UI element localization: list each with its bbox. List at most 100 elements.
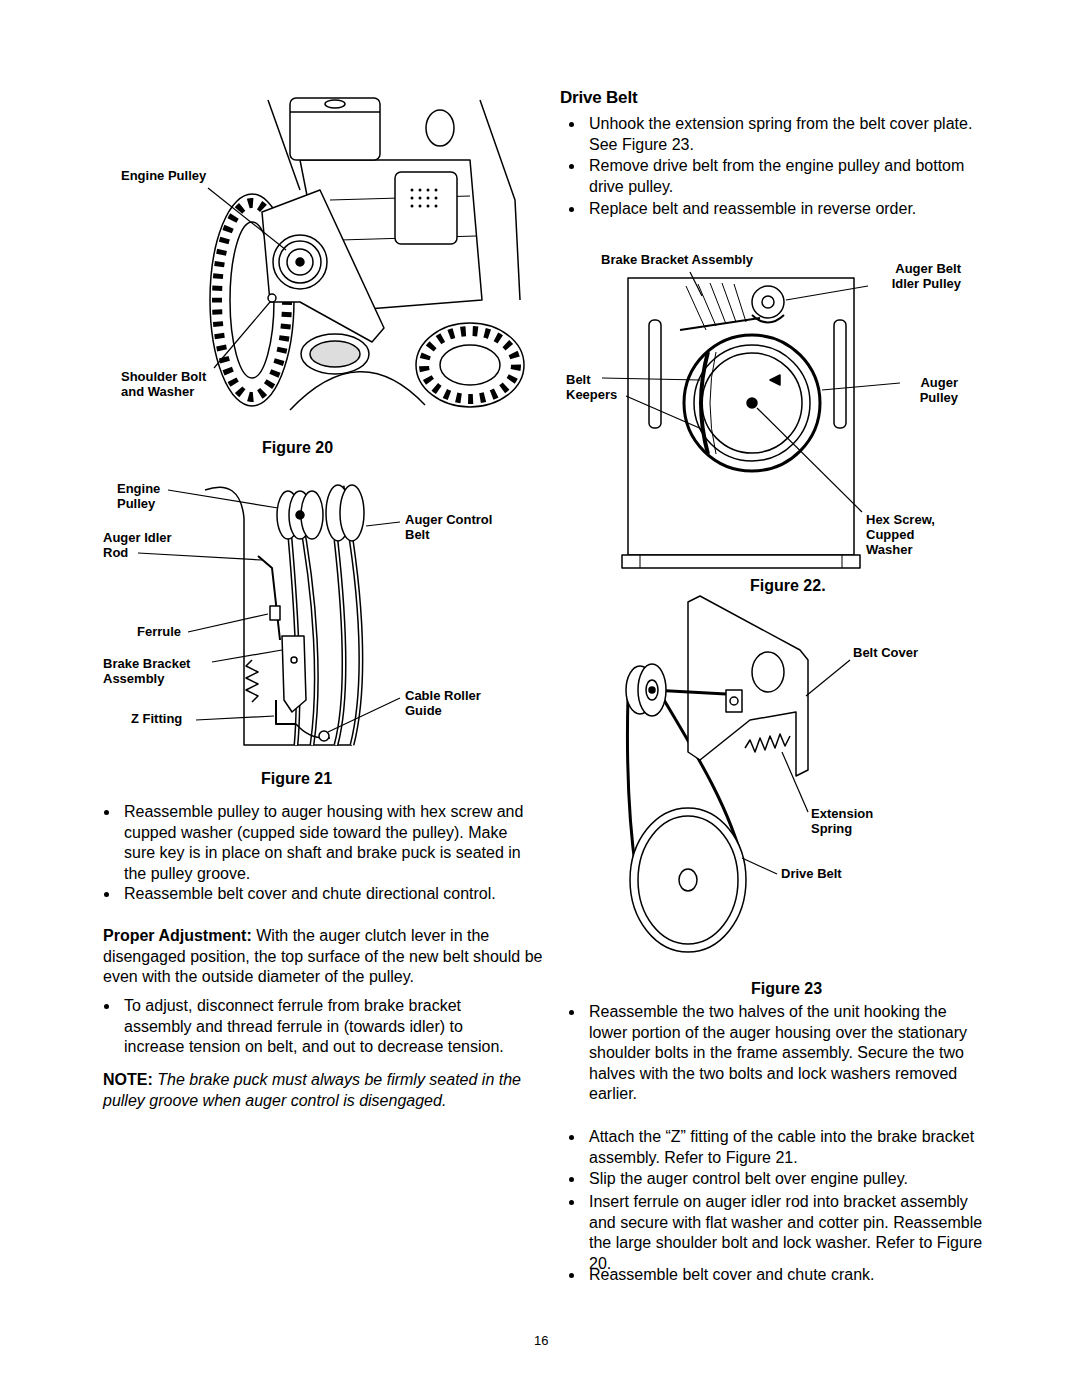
bullet-text: Reassemble belt cover and chute crank. (589, 1265, 984, 1286)
auger-housing-front-view (770, 375, 780, 385)
bullet-dot (569, 207, 574, 212)
part-label: Auger Pulley (903, 375, 958, 405)
auger-belt-closeup (246, 660, 258, 702)
section-heading: Drive Belt (560, 88, 637, 108)
snowblower-engine-illustration (411, 197, 414, 200)
page-number: 16 (534, 1333, 548, 1348)
auger-belt-closeup (270, 606, 280, 620)
belt-cover-illustration (726, 690, 742, 712)
bullet-text: Remove drive belt from the engine pulley… (589, 156, 984, 197)
leader-line (786, 286, 868, 300)
auger-belt-closeup (296, 511, 304, 519)
bullet-text: Insert ferrule on auger idler rod into b… (589, 1192, 984, 1274)
printed-text: Hex Screw, Cupped Washer (866, 512, 935, 557)
bullet-dot (569, 1135, 574, 1140)
snowblower-engine-illustration (435, 197, 438, 200)
auger-belt-closeup (282, 636, 306, 712)
snowblower-engine-illustration (427, 197, 430, 200)
leader-line (328, 698, 400, 732)
leader-line (602, 378, 700, 380)
leader-line (690, 272, 702, 296)
belt-cover-illustration (626, 596, 808, 952)
printed-text: Z Fitting (131, 711, 182, 726)
snowblower-engine-illustration (419, 197, 422, 200)
snowblower-engine-illustration (411, 189, 438, 208)
auger-belt-closeup (205, 485, 364, 745)
leader-line (208, 188, 286, 250)
auger-belt-closeup (319, 731, 329, 741)
snowblower-engine-illustration (325, 100, 345, 108)
belt-cover-illustration (679, 869, 697, 891)
auger-belt-closeup (291, 657, 297, 663)
printed-text: Auger Idler Rod (103, 530, 172, 560)
snowblower-engine-illustration (279, 241, 321, 283)
auger-belt-closeup (340, 485, 364, 541)
leader-line (188, 614, 268, 632)
printed-text: Attach the “Z” fitting of the cable into… (589, 1128, 974, 1166)
leader-line (196, 716, 274, 720)
lead-in-word: Proper Adjustment: (103, 927, 252, 944)
snowblower-engine-illustration (424, 331, 516, 399)
printed-text: Brake Bracket Assembly (103, 656, 190, 686)
figure-caption: Figure 22. (750, 576, 826, 595)
bullet-dot (569, 1010, 574, 1015)
snowblower-engine-illustration (419, 205, 422, 208)
auger-housing-front-view (680, 318, 760, 330)
bullet-dot (569, 1273, 574, 1278)
bullet-dot (104, 892, 109, 897)
belt-cover-illustration (730, 697, 738, 705)
auger-housing-front-view (834, 320, 846, 428)
snowblower-engine-illustration (301, 334, 369, 374)
belt-cover-illustration (646, 680, 658, 700)
part-label: Brake Bracket Assembly (601, 252, 753, 267)
printed-text: Belt Cover (853, 645, 918, 660)
leader-line (757, 408, 862, 512)
printed-text: Reassemble pulley to auger housing with … (124, 803, 523, 882)
auger-housing-front-view (752, 286, 784, 318)
snowblower-engine-illustration (262, 190, 384, 342)
printed-text: Ferrule (137, 624, 181, 639)
auger-housing-front-view (747, 398, 757, 408)
printed-text: Auger Belt Idler Pulley (892, 261, 961, 291)
printed-text: 16 (534, 1333, 548, 1348)
part-label: Extension Spring (811, 806, 886, 836)
printed-text: To adjust, disconnect ferrule from brake… (124, 997, 504, 1055)
snowblower-engine-illustration (427, 205, 430, 208)
leader-line (366, 522, 400, 526)
auger-belt-closeup (336, 540, 344, 745)
snowblower-engine-illustration (440, 345, 500, 385)
printed-text: Drive Belt (781, 866, 842, 881)
bullet-text: Reassemble pulley to auger housing with … (124, 802, 524, 884)
bullet-dot (569, 122, 574, 127)
part-label: Engine Pulley (121, 168, 231, 183)
printed-text: Replace belt and reassemble in reverse o… (589, 200, 916, 217)
bullet-dot (104, 810, 109, 815)
printed-text: Extension Spring (811, 806, 873, 836)
belt-cover-illustration (752, 652, 784, 692)
printed-text: Figure 21 (261, 770, 332, 787)
belt-cover-illustration (638, 664, 666, 716)
snowblower-engine-illustration (416, 323, 524, 407)
part-label: Cable Roller Guide (405, 688, 500, 718)
adjustment-paragraph: Proper Adjustment:With the auger clutch … (103, 926, 545, 988)
leader-line (822, 383, 900, 390)
part-label: Brake Bracket Assembly (103, 656, 213, 686)
bullet-dot (104, 1004, 109, 1009)
leader-line (626, 396, 704, 430)
printed-text: Auger Control Belt (405, 512, 492, 542)
printed-text: Figure 20 (262, 439, 333, 456)
bullet-dot (569, 1200, 574, 1205)
auger-housing-front-view (752, 315, 784, 323)
snowblower-engine-illustration (411, 189, 414, 192)
printed-text: The brake puck must always be firmly sea… (103, 1071, 521, 1109)
printed-text: Slip the auger control belt over engine … (589, 1170, 908, 1187)
snowblower-engine-illustration (290, 98, 380, 160)
snowblower-engine-illustration (273, 235, 327, 289)
printed-text: Reassemble belt cover and chute directio… (124, 885, 496, 902)
auger-housing-front-view (628, 278, 854, 555)
figure-caption: Figure 23 (751, 979, 822, 998)
bullet-text: Unhook the extension spring from the bel… (589, 114, 984, 155)
auger-belt-closeup (258, 556, 280, 640)
